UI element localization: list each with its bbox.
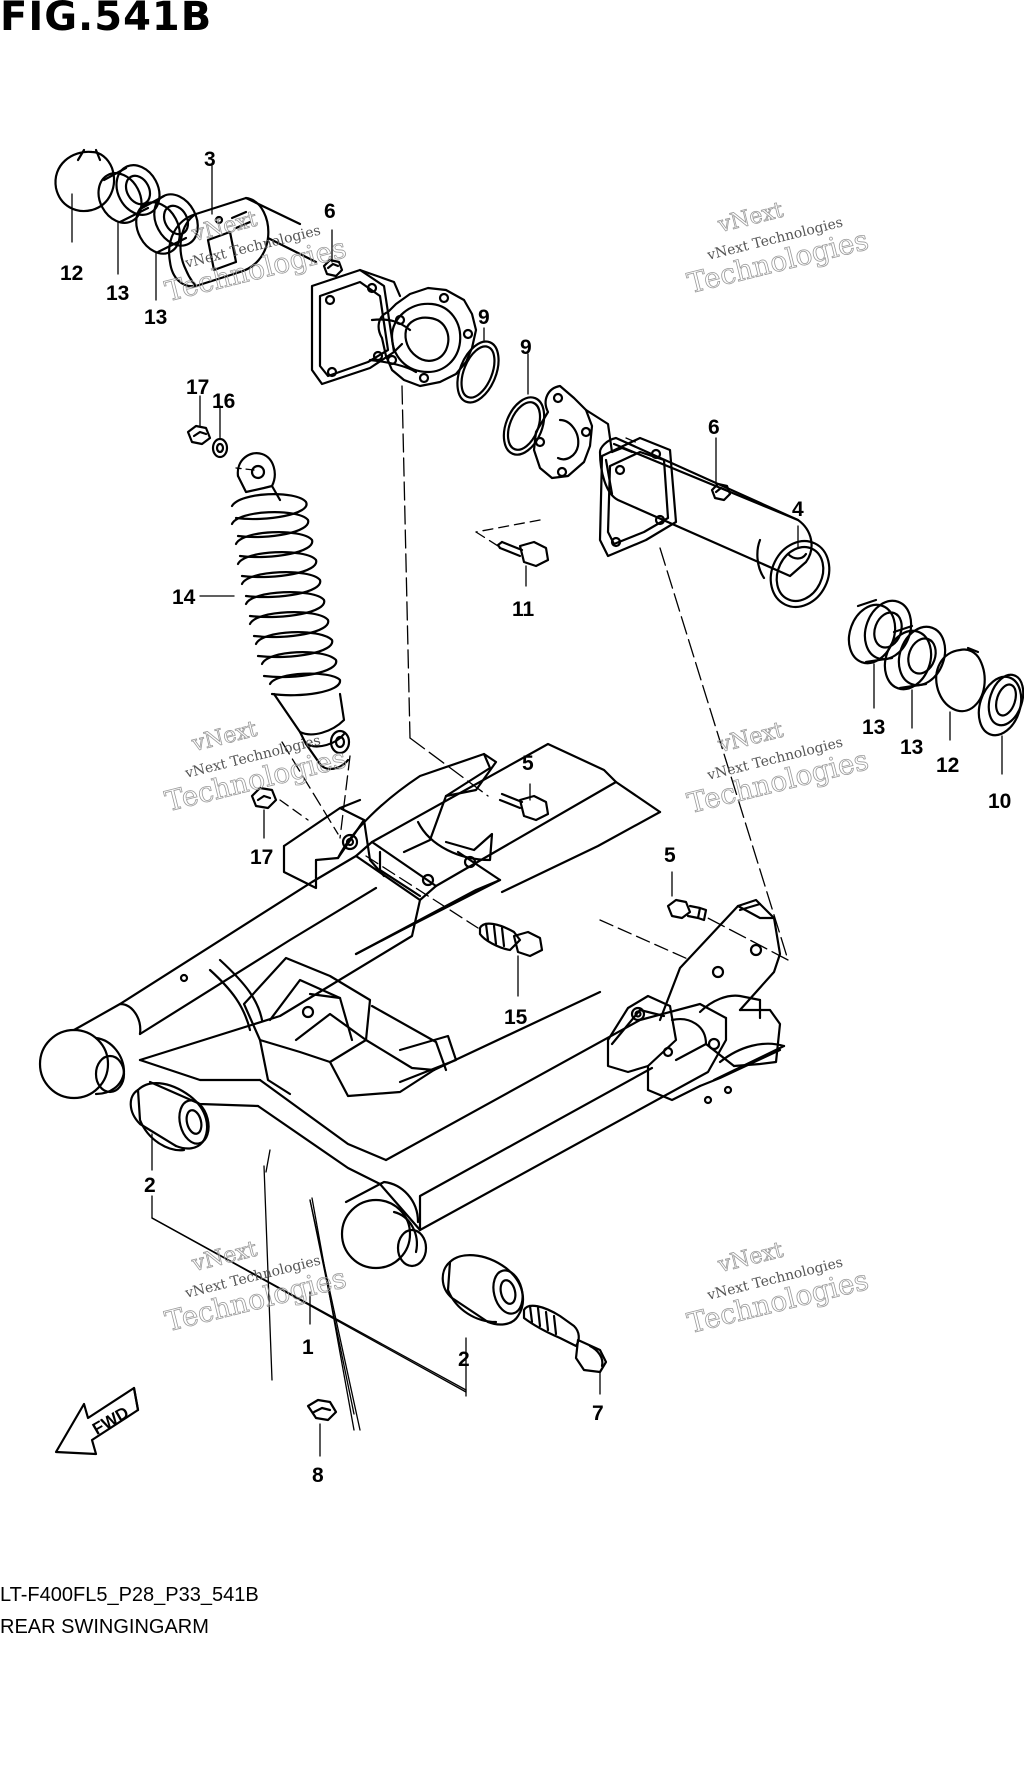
- bearing-13-d: [883, 624, 947, 691]
- callout-6-right: 6: [708, 416, 720, 439]
- watermark-group: vNext vNext Technologies Technologies vN…: [161, 197, 873, 1340]
- bolt-15: [478, 922, 544, 958]
- axle-housing-flange-left: [310, 268, 418, 386]
- axle-housing-tube-right: [584, 408, 831, 609]
- shock-absorber-14: [230, 452, 351, 770]
- callout-13-c: 13: [862, 716, 885, 739]
- callout-12-right: 12: [936, 754, 959, 777]
- swingarm-1: [38, 742, 786, 1270]
- nut-6-upper: [322, 258, 344, 278]
- bolt-11: [496, 540, 550, 568]
- callout-7: 7: [592, 1402, 604, 1425]
- bolt-5-lower: [666, 898, 708, 922]
- leader-lines: [71, 165, 1003, 1457]
- drawing-code: LT-F400FL5_P28_P33_541B: [0, 1584, 259, 1606]
- snap-ring-12-right: [935, 646, 986, 713]
- watermark-5: vNext vNext Technologies Technologies: [161, 1236, 350, 1338]
- nut-6-right: [710, 482, 732, 502]
- axle-housing-flange-right: [532, 384, 594, 480]
- callout-2-left: 2: [144, 1174, 156, 1197]
- assembly-lines: [151, 385, 789, 1431]
- nut-17-lower: [250, 786, 278, 810]
- callout-9-left: 9: [478, 306, 490, 329]
- bolt-5-upper: [498, 792, 550, 822]
- bolt-7: [522, 1304, 608, 1374]
- drawing-name: REAR SWINGINGARM: [0, 1616, 209, 1638]
- bushing-2-right: [441, 1254, 525, 1326]
- callout-13-d: 13: [900, 736, 923, 759]
- callout-5-lower: 5: [664, 844, 676, 867]
- axle-housing-flange-right-plate: [598, 436, 678, 558]
- nut-17-upper: [186, 424, 212, 446]
- callout-15: 15: [504, 1006, 528, 1029]
- bearing-13-a: [97, 164, 161, 224]
- callout-4: 4: [792, 498, 804, 521]
- figure-title: FIG.541B: [0, 0, 213, 40]
- callout-16: 16: [212, 390, 235, 413]
- bushing-2-left: [129, 1082, 210, 1152]
- callout-6-upper: 6: [324, 200, 336, 223]
- callout-9-right: 9: [520, 336, 532, 359]
- callout-1: 1: [302, 1336, 314, 1359]
- watermark-4: vNext vNext Technologies Technologies: [684, 717, 873, 820]
- callout-12-left: 12: [60, 262, 83, 285]
- callout-14: 14: [172, 586, 196, 609]
- oil-seal-10: [977, 673, 1024, 737]
- nut-8: [306, 1398, 338, 1422]
- collar-3: [168, 196, 318, 288]
- axle-housing-hub-left: [377, 286, 478, 388]
- callout-11: 11: [512, 598, 535, 621]
- fwd-label: FWD: [89, 1403, 132, 1439]
- callout-10: 10: [988, 790, 1011, 813]
- callout-3: 3: [204, 148, 216, 171]
- callout-17-lower: 17: [250, 846, 273, 869]
- callout-13-b: 13: [144, 306, 167, 329]
- o-ring-9-left: [456, 340, 500, 404]
- callout-labels: 12 13 13 3 6 9 9 6 4 11 13 13 12 10 17 1…: [60, 148, 1011, 1487]
- fwd-arrow: [54, 1386, 140, 1456]
- callout-5-upper: 5: [522, 752, 534, 775]
- watermark-6: vNext vNext Technologies Technologies: [684, 1237, 873, 1340]
- watermark-3: vNext vNext Technologies Technologies: [161, 716, 350, 818]
- washer-16: [211, 437, 229, 459]
- callout-2-right: 2: [458, 1348, 470, 1371]
- snap-ring-12-left: [54, 148, 116, 213]
- watermark-2: vNext vNext Technologies Technologies: [684, 197, 873, 300]
- callout-8: 8: [312, 1464, 324, 1487]
- callout-17-upper: 17: [186, 376, 209, 399]
- callout-13-a: 13: [106, 282, 129, 305]
- o-ring-9-right: [502, 396, 546, 456]
